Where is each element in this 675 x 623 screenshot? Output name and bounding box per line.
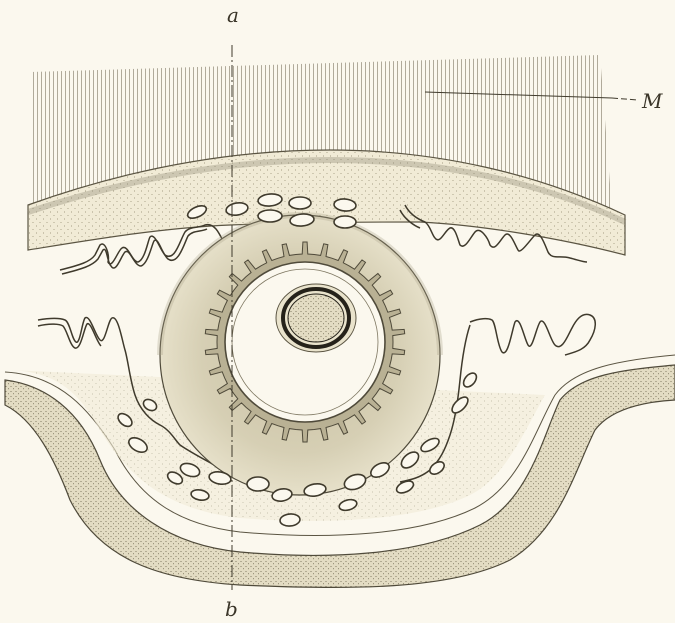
label-a: a xyxy=(227,3,239,27)
vessel-cross-section xyxy=(461,371,479,390)
vessel-cross-section xyxy=(334,216,356,228)
central-cell xyxy=(276,284,356,352)
vessel-cross-section xyxy=(289,197,311,209)
vessel-cross-section xyxy=(247,477,269,491)
vessel-cross-section xyxy=(258,210,282,222)
label-b: b xyxy=(225,597,238,621)
label-m: M xyxy=(641,89,663,113)
